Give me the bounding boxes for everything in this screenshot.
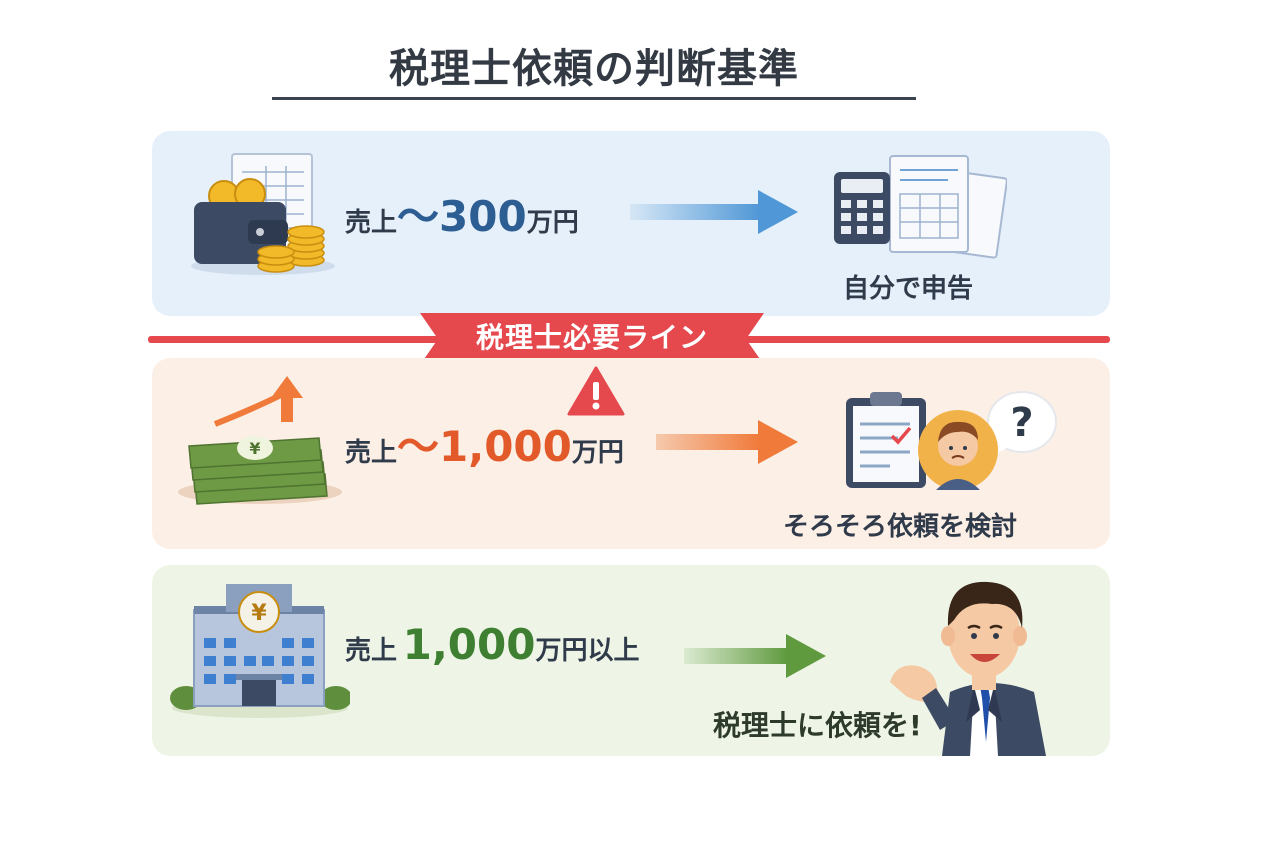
sales-unit: 万円 [571,438,624,468]
arrow-right-icon [684,634,826,678]
tier-1-result: 自分で申告 [843,274,974,304]
arrow-right-icon [656,420,798,464]
svg-text:¥: ¥ [249,439,260,458]
sales-unit: 万円 [526,208,579,238]
threshold-banner [420,313,764,365]
page-title: 税理士依頼の判断基準 [389,46,799,92]
clipboard-worried-person-icon: ? [846,391,1057,490]
arrow-right-icon [630,190,798,234]
tier-3-result: 税理士に依頼を! [713,709,922,742]
sales-prefix: 売上 [345,208,398,238]
threshold-banner-label: 税理士必要ライン [475,321,708,354]
tier-3-sales-label: 売上 1,000万円以上 [345,620,639,669]
sales-amount: 〜1,000 [397,422,572,471]
wallet-coins-icon [191,153,335,275]
sales-prefix: 売上 [345,636,398,666]
sales-unit: 万円以上 [535,636,640,666]
warning-icon [567,366,625,416]
sales-prefix: 売上 [345,438,398,468]
calculator-documents-icon [834,155,1007,259]
tier-2-sales-label: 売上〜1,000万円 [345,413,624,474]
tax-accountant-person-icon [890,581,1046,756]
title-underline [272,97,916,100]
money-stack-growth-icon: ¥ [178,376,342,505]
sales-amount: 〜300 [397,192,527,241]
tier-1-sales-label: 売上〜300万円 [345,183,579,244]
office-building-yen-icon: ¥ [170,584,350,718]
svg-text:¥: ¥ [251,601,267,626]
svg-text:?: ? [1010,400,1033,446]
sales-amount: 1,000 [402,620,536,669]
tier-2-result: そろそろ依頼を検討 [783,512,1018,542]
